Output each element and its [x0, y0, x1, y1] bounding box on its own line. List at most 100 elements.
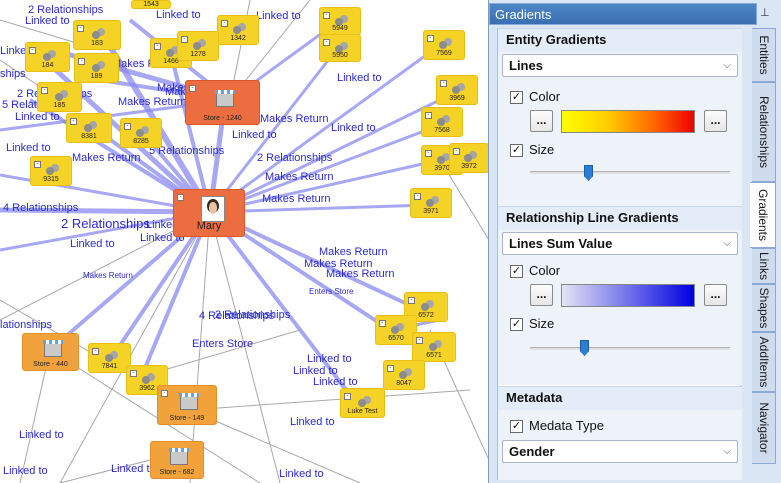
group-icon [439, 38, 453, 49]
collapse-toggle[interactable]: - [70, 118, 77, 125]
collapse-toggle[interactable]: - [221, 20, 228, 27]
collapse-toggle[interactable]: - [416, 337, 423, 344]
relationship-gradient-select[interactable]: Lines Sum Value⌵ [502, 232, 738, 255]
collapse-toggle[interactable]: - [92, 348, 99, 355]
entity-node[interactable]: -3971 [410, 188, 452, 218]
relationship-label: 2 Relationships [257, 152, 333, 164]
tab-additems[interactable]: AddItems [752, 332, 776, 392]
collapse-toggle[interactable]: - [408, 297, 415, 304]
tab-shapes[interactable]: Shapes [752, 284, 776, 332]
collapse-toggle[interactable]: - [323, 12, 330, 19]
collapse-toggle[interactable]: - [344, 393, 351, 400]
entity-node[interactable]: -3969 [436, 75, 478, 105]
entity-node[interactable]: -183 [73, 20, 121, 50]
entity-gradient-end-button[interactable]: ... [704, 110, 727, 132]
entity-gradient-start-button[interactable]: ... [530, 110, 553, 132]
tab-links[interactable]: Links [752, 248, 776, 284]
relationship-label: Linked to [337, 72, 382, 84]
chevron-down-icon: ⌵ [723, 60, 731, 71]
relationship-color-checkbox[interactable]: ✓ [510, 265, 523, 278]
entity-node[interactable]: -6571 [412, 332, 456, 362]
group-icon [335, 15, 349, 26]
tab-navigator[interactable]: Navigator [752, 392, 776, 464]
entity-node[interactable]: -3972 [449, 143, 488, 173]
collapse-toggle[interactable]: - [425, 112, 432, 119]
collapse-toggle[interactable]: - [177, 194, 184, 201]
relationship-label: Linked to [232, 129, 277, 141]
entity-node[interactable]: -7569 [423, 30, 465, 60]
entity-color-checkbox[interactable]: ✓ [510, 91, 523, 104]
relationship-size-slider[interactable] [530, 347, 730, 350]
relationship-label: Makes Return [265, 171, 334, 183]
entity-node[interactable]: 1543 [131, 0, 171, 9]
store-node[interactable]: Store - 682 [150, 441, 204, 479]
collapse-toggle[interactable]: - [29, 47, 36, 54]
entity-gradient-bar[interactable] [561, 110, 695, 133]
collapse-toggle[interactable]: - [34, 161, 41, 168]
entity-gradient-select[interactable]: Lines⌵ [502, 54, 738, 77]
relationship-label: Linked to [307, 353, 352, 365]
relationship-label: 4 Relationships [199, 310, 275, 322]
relationship-label: 5 Relationships [149, 145, 225, 157]
group-icon [357, 396, 372, 407]
metadata-type-select[interactable]: Gender⌵ [502, 440, 738, 463]
collapse-toggle[interactable]: - [78, 58, 85, 65]
entity-node[interactable]: -8381 [66, 113, 112, 143]
relationship-gradient-end-button[interactable]: ... [704, 284, 727, 306]
collapse-toggle[interactable]: - [414, 193, 421, 200]
collapse-toggle[interactable]: - [379, 320, 386, 327]
collapse-toggle[interactable]: - [77, 25, 84, 32]
entity-node[interactable]: -8285 [120, 118, 162, 148]
store-node[interactable]: -Store - 1240 [185, 80, 260, 125]
entity-node[interactable]: -8047 [383, 360, 425, 390]
entity-node[interactable]: -Luke Test [340, 388, 385, 418]
person-node-mary[interactable]: -Mary [173, 189, 245, 237]
relationship-label: Linked to [111, 463, 156, 475]
entity-node[interactable]: -9315 [30, 156, 72, 186]
group-icon [464, 151, 478, 162]
metadata-type-checkbox[interactable]: ✓ [510, 420, 523, 433]
entity-node[interactable]: -1466 [150, 38, 192, 68]
relationship-graph-canvas[interactable]: 2 Relationships Linked to Linked to Link… [0, 0, 489, 483]
entity-node[interactable]: -184 [25, 42, 70, 72]
collapse-toggle[interactable]: - [124, 123, 131, 130]
relationship-label: Makes Return [260, 113, 329, 125]
relationship-gradient-start-button[interactable]: ... [530, 284, 553, 306]
relationship-gradient-bar[interactable] [561, 284, 695, 307]
collapse-toggle[interactable]: - [181, 36, 188, 43]
entity-node[interactable]: -7568 [421, 107, 463, 137]
group-icon [46, 164, 60, 175]
relationship-size-slider-thumb[interactable] [580, 340, 589, 356]
collapse-toggle[interactable]: - [453, 148, 460, 155]
collapse-toggle[interactable]: - [154, 43, 161, 50]
store-node[interactable]: -Store - 149 [157, 385, 217, 425]
collapse-toggle[interactable]: - [130, 370, 137, 377]
entity-node[interactable]: -6570 [375, 315, 417, 345]
entity-node[interactable]: -1278 [177, 31, 219, 61]
entity-node[interactable]: -189 [74, 53, 119, 83]
entity-node[interactable]: -185 [37, 82, 82, 112]
store-node[interactable]: Store - 440 [22, 333, 79, 371]
collapse-toggle[interactable]: - [323, 39, 330, 46]
pin-icon[interactable]: ⊥ [760, 7, 770, 19]
entity-size-slider-thumb[interactable] [584, 165, 593, 181]
tab-relationships[interactable]: Relationships [752, 82, 776, 182]
collapse-toggle[interactable]: - [41, 87, 48, 94]
entity-size-checkbox[interactable]: ✓ [510, 144, 523, 157]
tab-entities[interactable]: Entities [752, 28, 776, 82]
collapse-toggle[interactable]: - [161, 390, 168, 397]
collapse-toggle[interactable]: - [387, 365, 394, 372]
collapse-toggle[interactable]: - [440, 80, 447, 87]
collapse-toggle[interactable]: - [189, 85, 196, 92]
relationship-label: 2 Relationships [215, 309, 291, 321]
entity-node[interactable]: -5950 [319, 34, 361, 62]
entity-node[interactable]: -1342 [217, 15, 259, 45]
store-icon [214, 90, 235, 107]
entity-size-slider[interactable] [530, 171, 730, 174]
relationship-size-checkbox[interactable]: ✓ [510, 318, 523, 331]
collapse-toggle[interactable]: - [425, 150, 432, 157]
entity-node[interactable]: -5949 [319, 7, 361, 35]
entity-node[interactable]: -7841 [88, 343, 131, 373]
collapse-toggle[interactable]: - [427, 35, 434, 42]
tab-gradients[interactable]: Gradients [750, 182, 776, 248]
